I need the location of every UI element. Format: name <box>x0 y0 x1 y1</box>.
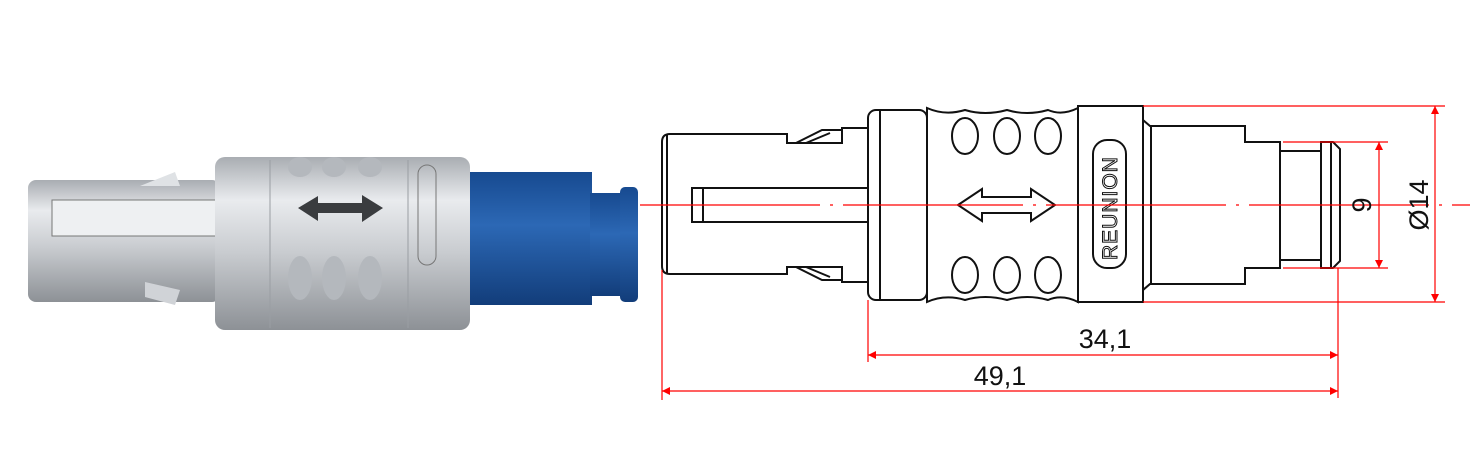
render-brand-pill <box>417 164 437 266</box>
render-slot <box>51 199 218 237</box>
render-latch-bottom <box>145 282 180 305</box>
grip-ovals <box>951 117 1062 294</box>
render-collet <box>470 172 592 305</box>
double-arrow-icon <box>298 195 383 222</box>
latch-bottom <box>795 266 842 281</box>
latch-top <box>795 129 842 144</box>
render-collet-flange <box>620 187 638 302</box>
render-latch-body <box>28 180 220 302</box>
render-grip-ovals <box>288 157 382 300</box>
render-collet-tip <box>590 193 625 296</box>
brand-pill <box>1092 139 1127 269</box>
brand-collar <box>1077 105 1144 303</box>
dim-overall-length: 49,1 <box>974 361 1027 391</box>
dim-body-diameter: Ø14 <box>1404 179 1434 230</box>
connector-render <box>28 157 638 330</box>
render-sleeve <box>215 157 470 330</box>
dim-body-length: 34,1 <box>1079 324 1132 354</box>
technical-drawing: REUNION <box>661 105 1341 304</box>
render-latch-top <box>140 172 180 186</box>
brand-label: REUNION <box>1099 156 1122 260</box>
dimensions: Ø14 9 34,1 49,1 <box>640 105 1470 400</box>
dim-tip-diameter: 9 <box>1347 197 1377 212</box>
